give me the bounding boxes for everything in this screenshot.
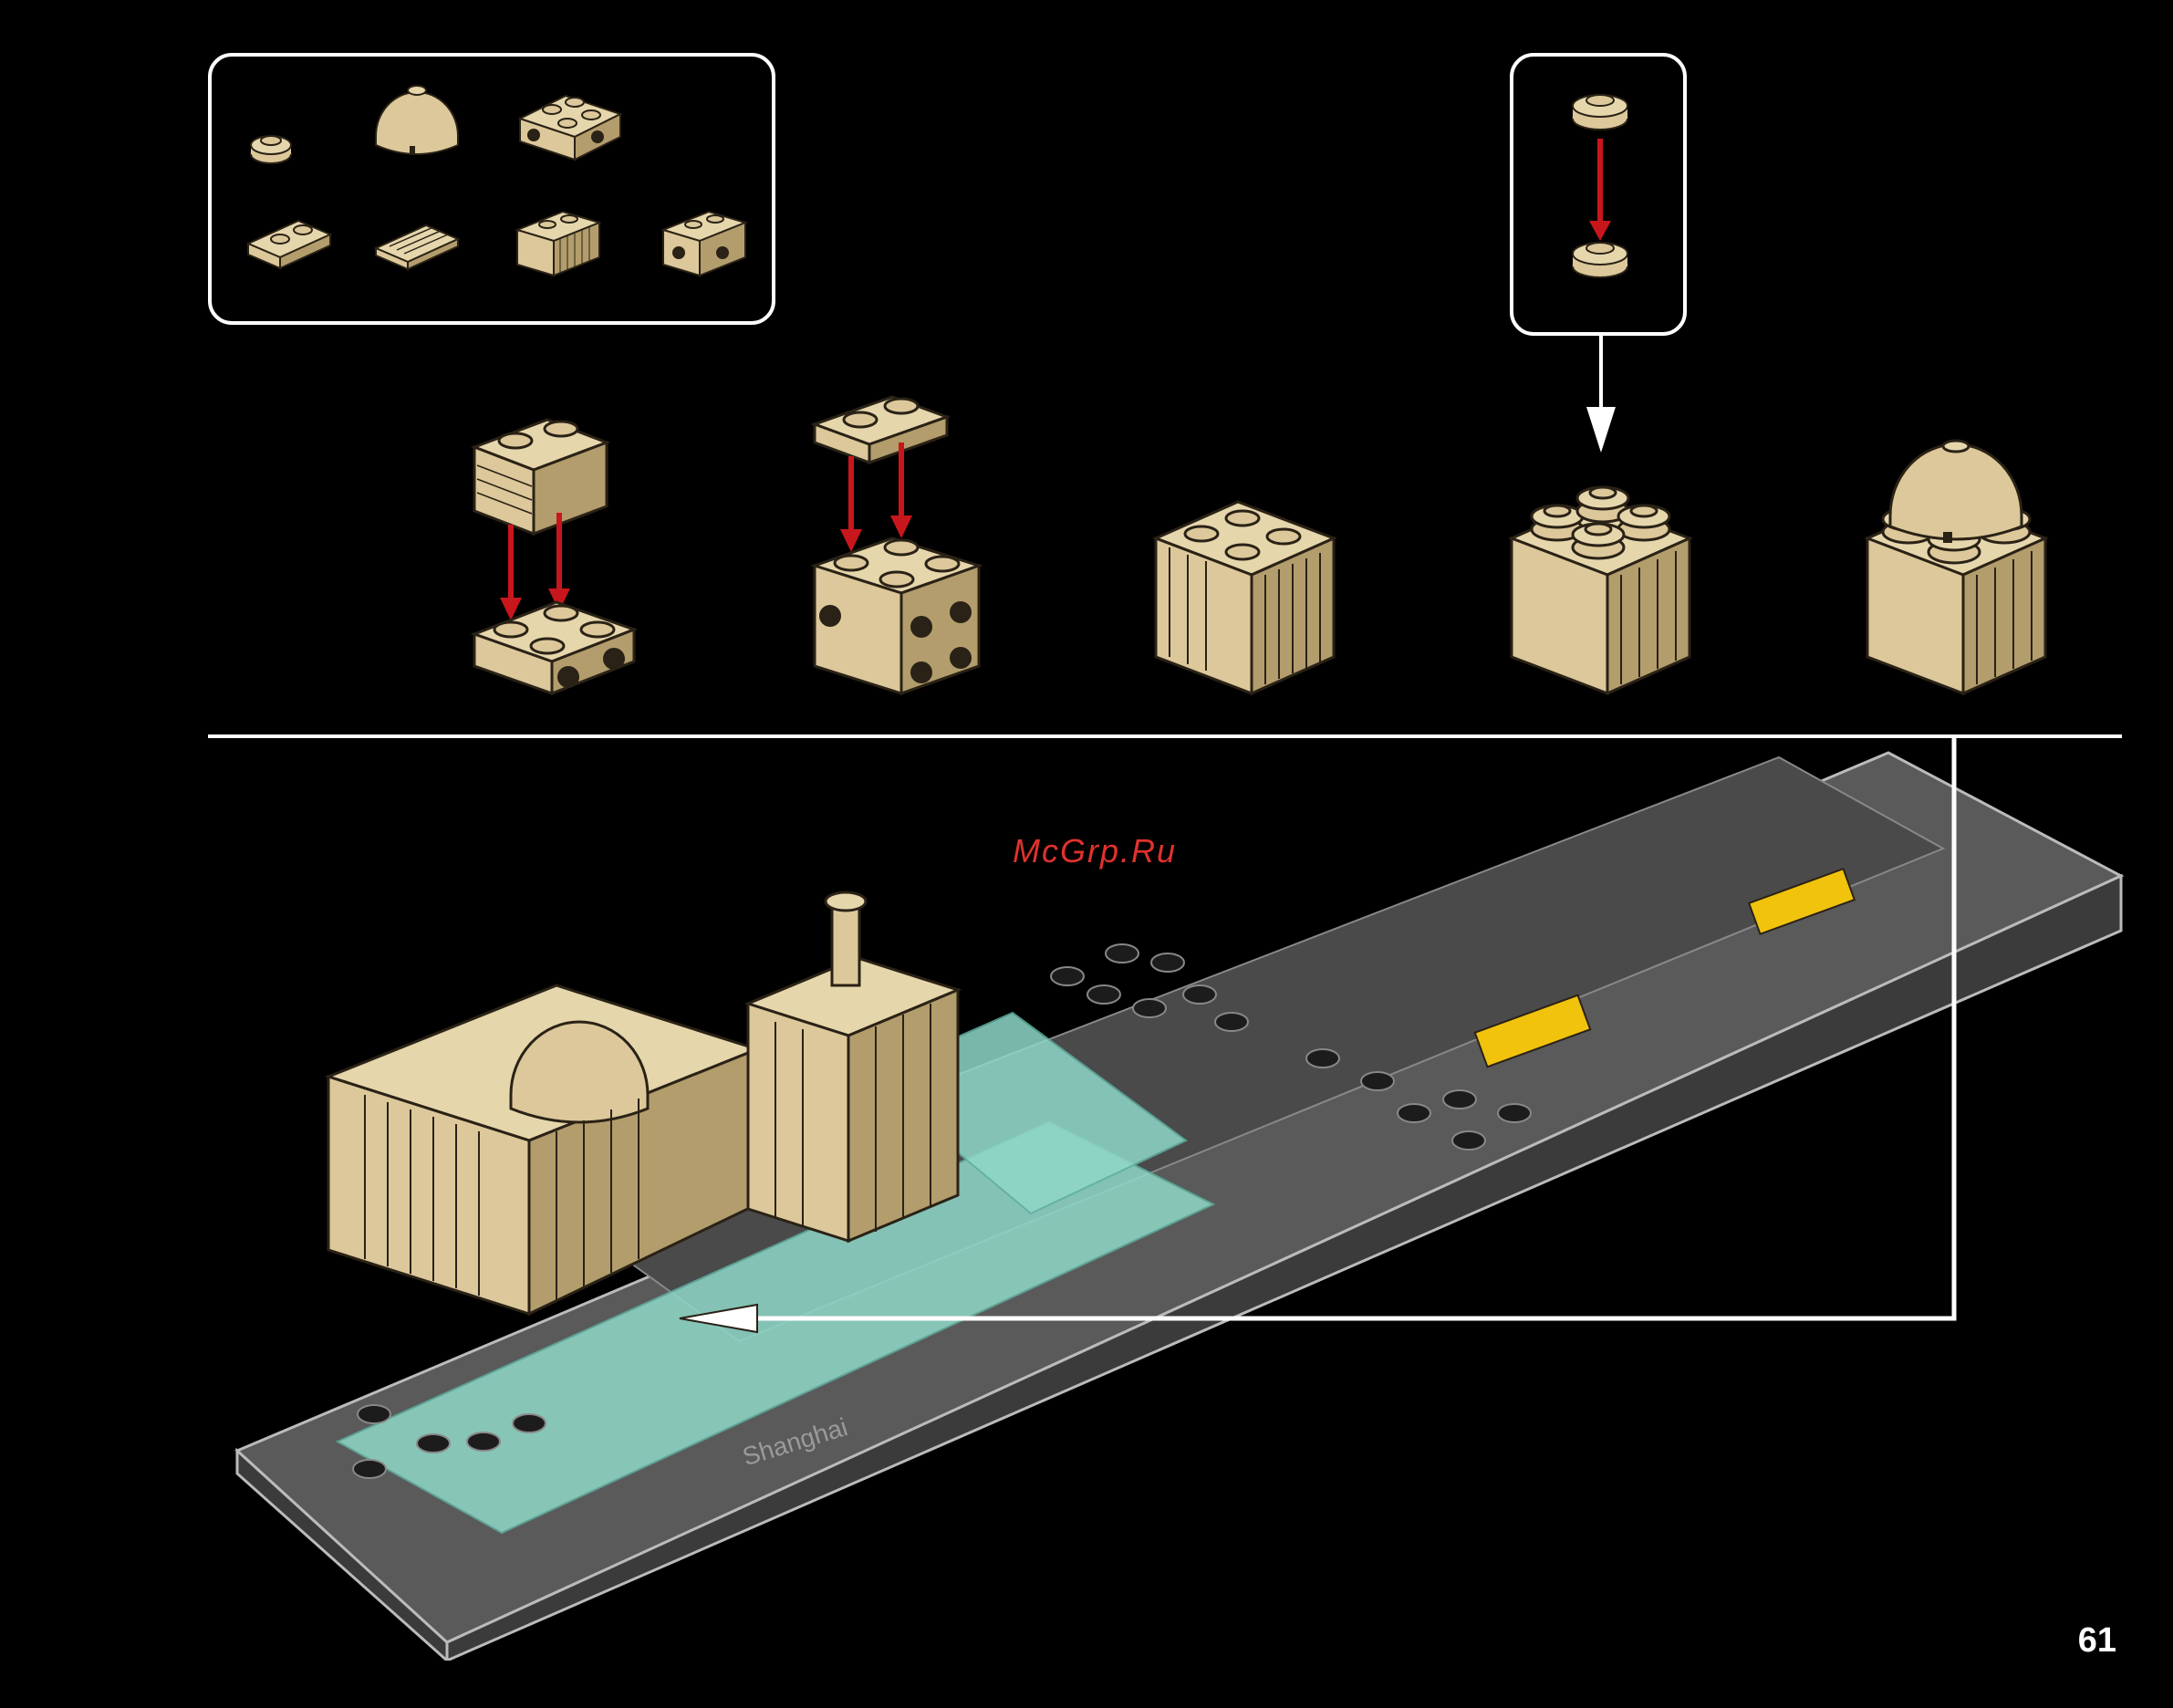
grille-tile-icon: [371, 216, 463, 280]
round-plate-stack-icon: [1541, 75, 1659, 321]
side-stud-brick-icon: [511, 82, 629, 164]
side-stud-brick-icon: [659, 203, 750, 285]
step-1-illustration: [470, 411, 643, 703]
plate-icon: [244, 212, 335, 276]
step-2-illustration: [810, 388, 983, 703]
step-3-illustration: [1151, 493, 1343, 703]
parts-list-panel: [208, 53, 775, 325]
model-base-illustration: [228, 748, 2126, 1661]
step-divider: [208, 734, 2122, 738]
page-number: 61: [2078, 1621, 2116, 1661]
down-arrow-icon: [1583, 336, 1619, 454]
step-4-illustration: [1507, 456, 1699, 703]
step-5-illustration: [1863, 424, 2054, 703]
round-plate-icon: [244, 125, 298, 171]
dome-icon: [371, 77, 463, 168]
profile-brick-icon: [513, 203, 604, 285]
sub-assembly-panel: [1510, 53, 1687, 336]
